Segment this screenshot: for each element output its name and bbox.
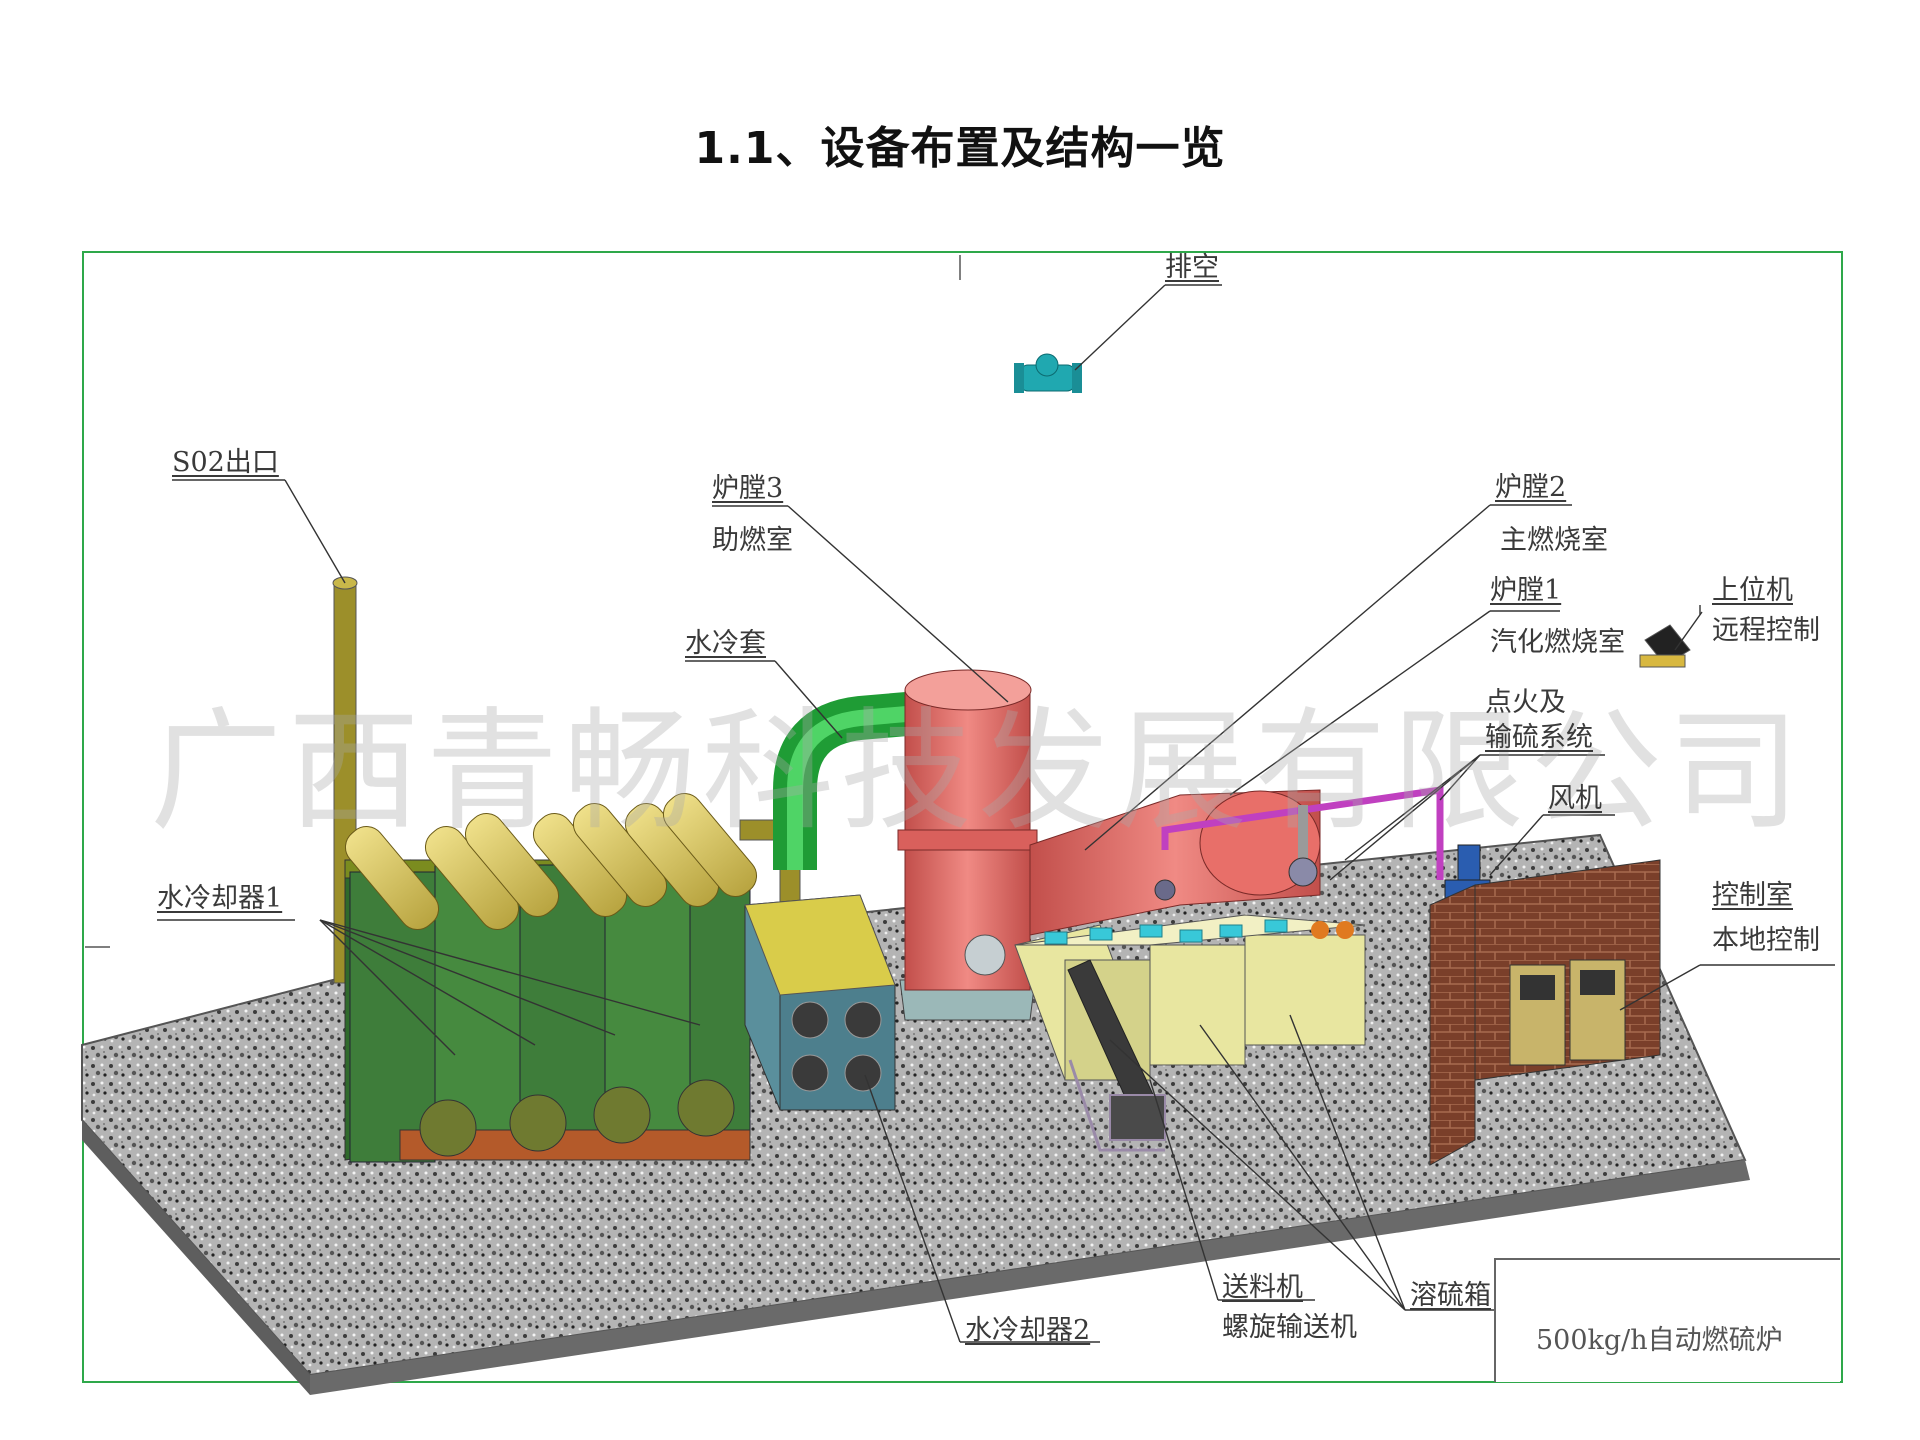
label-ignition-line1: 点火及: [1485, 687, 1566, 718]
ignition-piping: [1154, 785, 1444, 901]
label-melt-tank: 溶硫箱: [1410, 1280, 1491, 1311]
water-cooler-1: [344, 793, 801, 1163]
water-jacket: [773, 690, 932, 870]
label-cooler2: 水冷却器2: [965, 1315, 1091, 1346]
laptop-icon: [1639, 624, 1691, 668]
furnace-1-2: [1029, 789, 1321, 936]
label-so2-outlet: S02出口: [172, 447, 279, 478]
label-furnace2-desc: 主燃烧室: [1500, 525, 1608, 556]
label-furnace1-name: 炉膛1: [1490, 575, 1562, 606]
label-furnace3-desc: 助燃室: [712, 525, 793, 556]
label-vent: 排空: [1165, 252, 1219, 283]
company-watermark: 广西青畅科技发展有限公司: [150, 695, 1806, 849]
label-fan: 风机: [1548, 783, 1602, 814]
page-title: 1.1、设备布置及结构一览: [694, 123, 1226, 174]
label-furnace3-name: 炉膛3: [712, 473, 784, 504]
label-furnace2-name: 炉膛2: [1495, 472, 1567, 503]
title-block-text: 500kg/h自动燃硫炉: [1536, 1325, 1783, 1356]
vent-valve-icon: [1014, 353, 1082, 393]
label-upper-pc-desc: 远程控制: [1712, 615, 1820, 646]
screw-conveyor: [1067, 959, 1166, 1152]
control-room: [1429, 859, 1661, 1166]
label-furnace1-desc: 汽化燃烧室: [1490, 627, 1625, 658]
diagram-frame: [82, 251, 1843, 1383]
label-ignition-line2: 输硫系统: [1485, 722, 1593, 753]
label-cooler1: 水冷却器1: [157, 883, 283, 914]
label-control-room-name: 控制室: [1712, 880, 1793, 911]
title-block: 500kg/h自动燃硫炉: [1494, 1258, 1840, 1382]
label-control-room-desc: 本地控制: [1712, 925, 1820, 956]
leader-lines: [157, 284, 1835, 1343]
label-upper-pc-name: 上位机: [1712, 575, 1793, 606]
furnace-3: [897, 669, 1038, 1021]
label-feeder-line2: 螺旋输送机: [1222, 1312, 1357, 1343]
label-water-jacket: 水冷套: [685, 628, 766, 659]
label-feeder-line1: 送料机: [1222, 1272, 1303, 1303]
water-cooler-2: [744, 894, 896, 1111]
sulfur-melt-tanks: [1014, 914, 1366, 1081]
